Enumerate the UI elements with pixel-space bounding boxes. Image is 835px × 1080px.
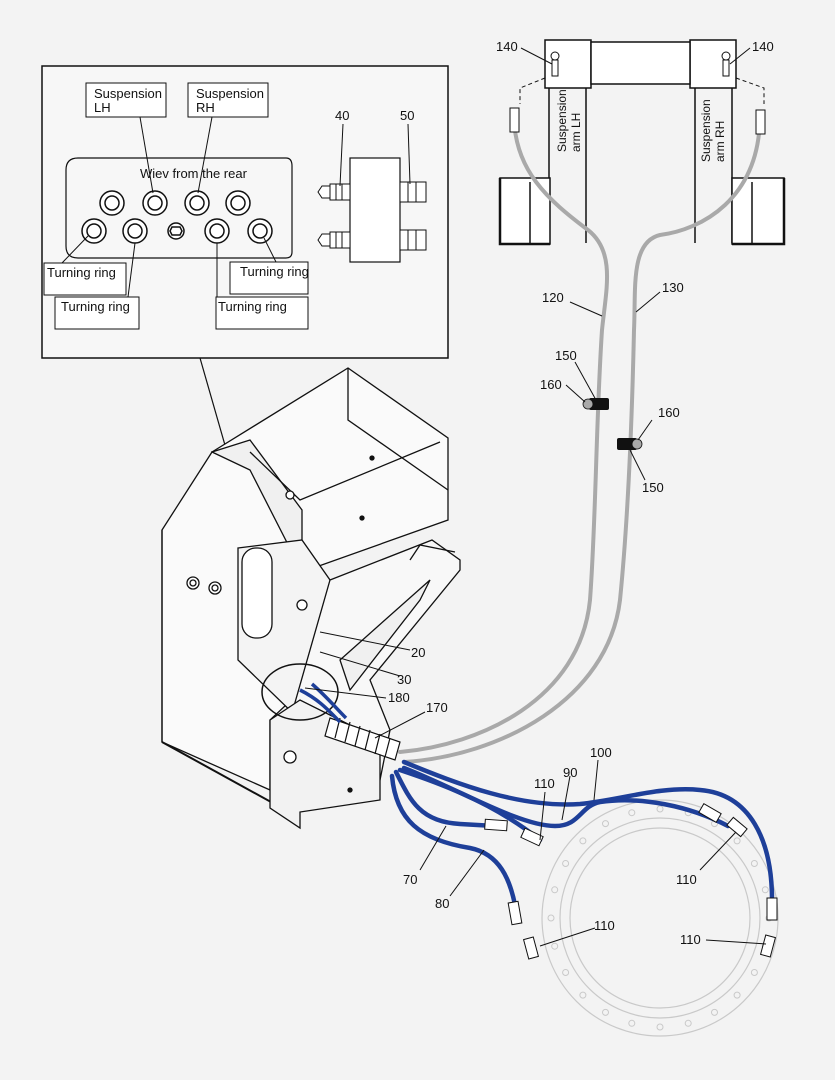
callout-leaders: [304, 291, 767, 947]
callout-140-right: 140: [752, 39, 774, 54]
ring-bolt-hole: [579, 991, 587, 999]
grommet-170: [324, 717, 401, 761]
callout-110-d: 110: [680, 932, 701, 947]
view-caption: Wiev from the rear: [140, 166, 248, 181]
callout-150-a: 150: [555, 348, 577, 363]
ring-bolt-hole: [562, 860, 570, 867]
callout-110-c: 110: [594, 918, 615, 933]
ring-bolt-hole: [733, 991, 741, 999]
label-turning-ring-3: Turning ring: [240, 264, 309, 279]
callout-120: 120: [542, 290, 564, 305]
callout-100: 100: [590, 745, 612, 760]
arm-lh-label: Suspension arm LH: [555, 86, 583, 152]
callout-30: 30: [397, 672, 411, 687]
ring-bolt-hole: [750, 969, 758, 976]
callout-110-b: 110: [676, 872, 697, 887]
callout-170: 170: [426, 700, 448, 715]
ring-bolt-hole: [602, 1008, 609, 1016]
turning-ring: [541, 799, 779, 1037]
machine-body: [161, 367, 461, 830]
ring-bolt-hole: [602, 820, 609, 828]
ring-bolt-hole: [628, 1019, 636, 1027]
ring-bolt-hole: [547, 914, 555, 922]
label-turning-ring-1: Turning ring: [47, 265, 116, 280]
ring-bolt-hole: [750, 860, 758, 867]
hose-80: [389, 773, 518, 908]
callout-20: 20: [411, 645, 425, 660]
label-turning-ring-2: Turning ring: [61, 299, 130, 314]
ring-bolt-hole: [579, 837, 587, 845]
callout-40: 40: [335, 108, 349, 123]
fitting-40-bottom: [317, 231, 351, 249]
ring-bolt-hole: [562, 969, 570, 976]
arm-rh-label: Suspension arm RH: [699, 96, 727, 162]
turning-ring-bolts: [547, 805, 773, 1031]
ring-bolt-hole: [761, 886, 769, 894]
ring-bolt-hole: [656, 805, 664, 813]
callout-80: 80: [435, 896, 449, 911]
callout-140-left: 140: [496, 39, 518, 54]
callout-130: 130: [662, 280, 684, 295]
callout-160-b: 160: [658, 405, 680, 420]
fitting-40-top: [317, 183, 351, 201]
clip-150-160-upper: [582, 398, 609, 410]
label-turning-ring-4: Turning ring: [218, 299, 287, 314]
callout-90: 90: [563, 765, 577, 780]
hose-130: [402, 113, 762, 764]
label-suspension-rh: Suspension RH: [196, 86, 268, 115]
ring-bolt-hole: [656, 1023, 664, 1031]
callout-160-a: 160: [540, 377, 562, 392]
hose-70: [393, 769, 498, 829]
clip-150-160-lower: [617, 438, 643, 450]
fittings-top-row: [99, 190, 251, 216]
ring-bolt-hole: [711, 1008, 718, 1016]
ring-bolt-hole: [551, 942, 559, 950]
fitting-50-top: [399, 181, 427, 203]
hose-cables-into-box: [299, 682, 348, 724]
callout-70: 70: [403, 872, 417, 887]
ring-bolt-hole: [733, 837, 741, 845]
callout-110-a: 110: [534, 776, 555, 791]
bracket-140-right: [721, 51, 731, 77]
ring-bolt-hole: [551, 886, 559, 894]
callout-50: 50: [400, 108, 414, 123]
suspension-arms: [498, 39, 786, 246]
ring-bolt-hole: [684, 1019, 692, 1027]
hose-110-short: [397, 767, 543, 843]
hydraulic-fittings: [484, 802, 778, 960]
hose-end-fittings: [509, 107, 766, 135]
callout-180: 180: [388, 690, 410, 705]
hose-100: [401, 759, 775, 903]
label-suspension-lh: Suspension LH: [94, 86, 166, 115]
ring-bolt-hole: [628, 809, 636, 817]
fitting-50-bottom: [399, 229, 427, 251]
bracket-140-left: [550, 51, 560, 77]
callout-150-b: 150: [642, 480, 664, 495]
fittings-bottom-row: [81, 218, 273, 244]
inset-panel: Wiev from the rear Suspension LH Suspens…: [41, 65, 449, 359]
